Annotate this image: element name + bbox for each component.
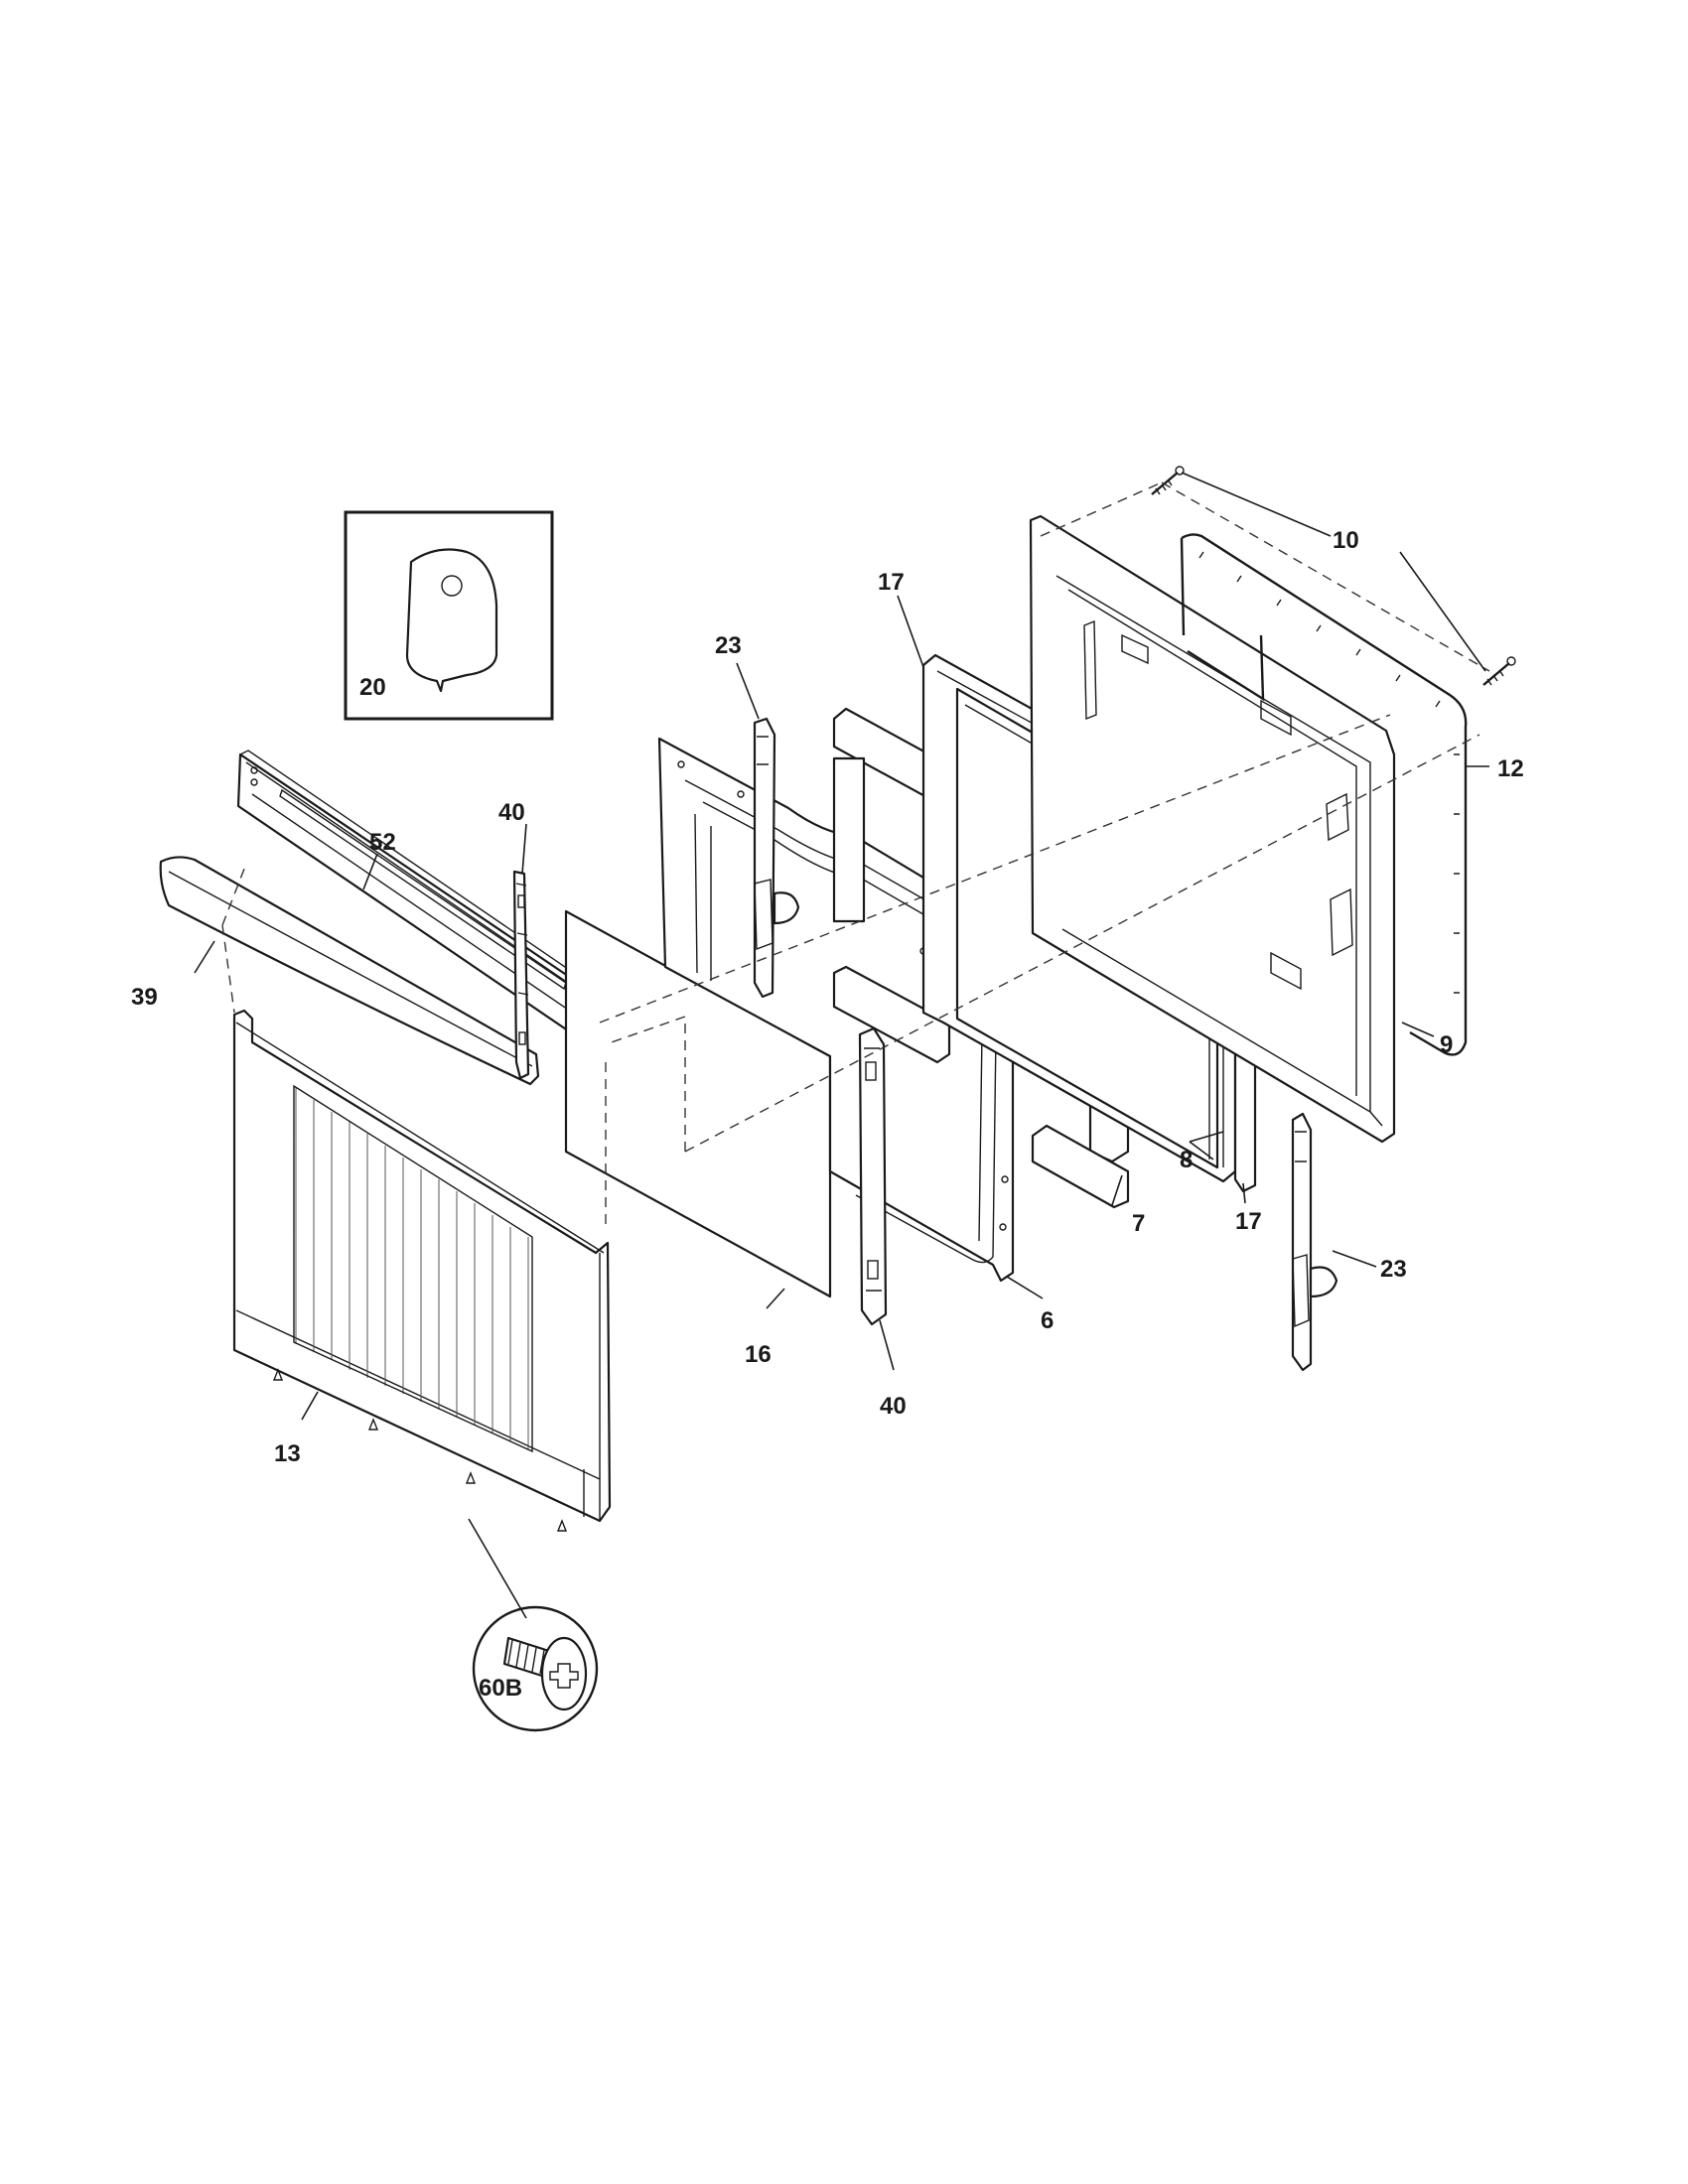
door-window-hatch (293, 1084, 533, 1453)
callout-12: 12 (1497, 755, 1524, 782)
alignment-lines (221, 481, 1490, 1231)
hinge-part-23-upper (753, 717, 800, 999)
callout-9: 9 (1440, 1031, 1453, 1058)
hinge-part-23-lower (1291, 1112, 1338, 1372)
callout-10: 10 (1333, 527, 1359, 554)
screw-detail-part-60b (472, 1605, 599, 1732)
callout-39: 39 (131, 984, 158, 1011)
callout-6: 6 (1041, 1307, 1054, 1334)
callout-20: 20 (359, 674, 386, 701)
leader-lines (194, 472, 1489, 1619)
door-frame-part-9 (1029, 514, 1396, 1144)
callout-labels: 10 17 23 12 40 52 39 9 8 7 17 23 6 16 40… (131, 527, 1524, 1702)
rear-gasket-part-12 (1180, 533, 1468, 1056)
callout-52: 52 (369, 829, 396, 856)
door-handle-part-39 (159, 856, 540, 1086)
callout-23-lower: 23 (1380, 1256, 1407, 1283)
callout-40-lower: 40 (880, 1393, 907, 1420)
callout-17-lower: 17 (1235, 1208, 1262, 1235)
inset-box-part-20 (344, 510, 554, 721)
callout-60b: 60B (479, 1675, 522, 1702)
bracket-part-40-left (512, 870, 530, 1080)
callout-40-upper: 40 (498, 799, 525, 826)
callout-13: 13 (274, 1440, 301, 1467)
callout-17-upper: 17 (878, 569, 905, 596)
outer-door-panel-part-13 (232, 1009, 612, 1532)
screws-part-10 (1151, 466, 1516, 686)
callout-23-upper: 23 (715, 632, 742, 659)
callout-8: 8 (1180, 1147, 1193, 1173)
callout-7: 7 (1132, 1210, 1145, 1237)
bracket-part-40-right (858, 1026, 888, 1326)
callout-16: 16 (745, 1341, 772, 1368)
